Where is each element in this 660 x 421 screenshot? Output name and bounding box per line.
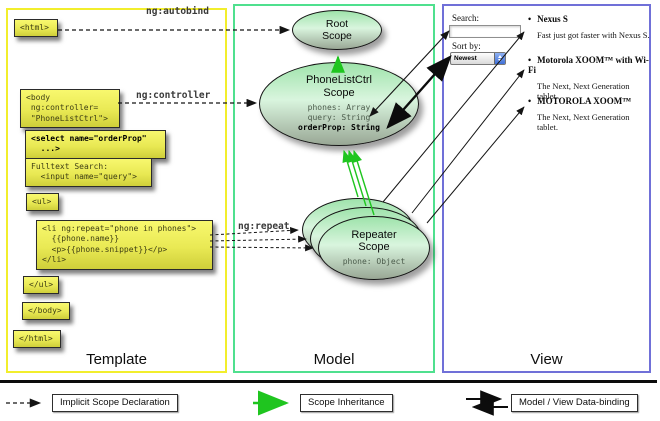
- sort-by-label: Sort by:: [452, 41, 481, 51]
- search-label: Search:: [452, 13, 479, 23]
- code-html-close: </html>: [13, 330, 61, 349]
- phone-name: MOTOROLA XOOM™: [528, 96, 650, 106]
- phonelistctrl-scope-props: phones: Array query: String orderProp: S…: [298, 103, 380, 134]
- view-column-label: View: [530, 351, 563, 368]
- phone-snippet: The Next, Next Generation tablet.: [537, 112, 630, 133]
- root-scope-title: Root Scope: [322, 17, 352, 42]
- root-scope-ellipse: Root Scope: [292, 10, 382, 50]
- code-li-repeat: <li ng:repeat="phone in phones"> {{phone…: [36, 220, 213, 270]
- ng-autobind-label: ng:autobind: [146, 6, 209, 17]
- sort-select[interactable]: Newest: [450, 52, 506, 65]
- template-column-label: Template: [86, 351, 147, 368]
- prop-query: query: String: [307, 112, 371, 122]
- model-column-label: Model: [313, 351, 355, 368]
- legend-separator: [0, 380, 657, 383]
- model-column: Model: [233, 4, 435, 373]
- phone-name: Nexus S: [528, 14, 650, 24]
- phone-list-item: MOTOROLA XOOM™ The Next, Next Generation…: [528, 96, 650, 132]
- phone-name: Motorola XOOM™ with Wi-Fi: [528, 55, 650, 75]
- sort-select-value: Newest: [454, 55, 477, 62]
- prop-phones: phones: Array: [307, 102, 371, 112]
- prop-phone: phone: Object: [342, 256, 406, 266]
- phonelistctrl-scope-ellipse: PhoneListCtrl Scope phones: Array query:…: [259, 62, 419, 146]
- legend-implicit-scope-declaration: Implicit Scope Declaration: [52, 394, 178, 412]
- code-ul-open: <ul>: [26, 193, 59, 212]
- code-body-close: </body>: [22, 302, 70, 321]
- legend-model-view-data-binding: Model / View Data-binding: [511, 394, 638, 412]
- phonelistctrl-scope-title: PhoneListCtrl Scope: [305, 74, 373, 99]
- legend-scope-inheritance: Scope Inheritance: [300, 394, 393, 412]
- search-input[interactable]: [449, 25, 521, 38]
- select-stepper-icon: [494, 53, 505, 64]
- chevron-up-icon: [498, 55, 502, 58]
- code-html-open: <html>: [14, 19, 58, 38]
- code-fulltext-search: Fulltext Search: <input name="query">: [25, 158, 152, 187]
- code-body-open: <body ng:controller= "PhoneListCtrl">: [20, 89, 120, 129]
- code-ul-close: </ul>: [23, 276, 59, 295]
- code-select: <select name="orderProp" ...>: [25, 130, 166, 159]
- prop-orderprop: orderProp: String: [298, 123, 380, 133]
- repeater-scope-title: Repeater Scope: [351, 228, 397, 254]
- ng-repeat-label: ng:repeat: [238, 221, 290, 232]
- chevron-down-icon: [498, 59, 502, 62]
- phone-list-item: Motorola XOOM™ with Wi-Fi The Next, Next…: [528, 55, 650, 101]
- phone-list-item: Nexus S Fast just got faster with Nexus …: [528, 14, 650, 40]
- repeater-scope-ellipse-front: Repeater Scope phone: Object: [318, 216, 430, 280]
- phone-snippet: Fast just got faster with Nexus S.: [537, 30, 650, 40]
- ng-controller-label: ng:controller: [136, 90, 211, 101]
